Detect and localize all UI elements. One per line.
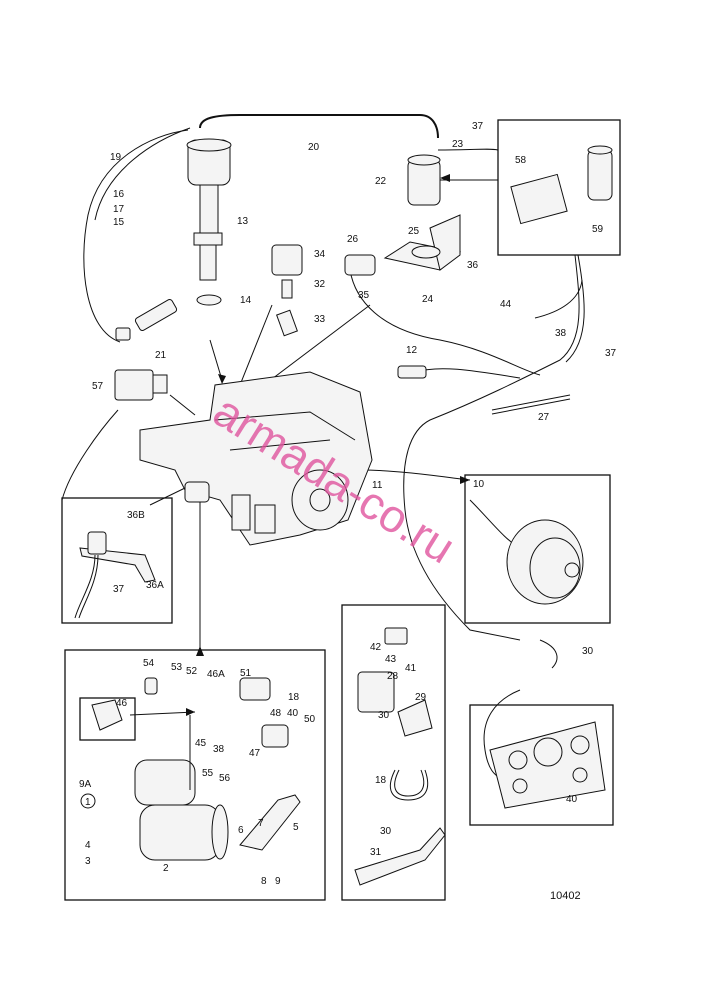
label-19: 19 — [110, 152, 122, 163]
label-36a: 36A — [146, 580, 164, 591]
label-10: 10 — [473, 479, 485, 490]
label-1: 1 — [85, 797, 91, 808]
label-51: 51 — [240, 668, 252, 679]
label-53: 53 — [171, 662, 183, 673]
label-28: 28 — [387, 671, 399, 682]
label-54: 54 — [143, 658, 155, 669]
callout-circle-1 — [80, 793, 96, 809]
label-42: 42 — [370, 642, 382, 653]
label-23: 23 — [452, 139, 464, 150]
label-30-alternator: 30 — [582, 646, 594, 657]
label-18-starter: 18 — [288, 692, 300, 703]
label-18-belt: 18 — [375, 775, 387, 786]
label-40-starter: 40 — [287, 708, 299, 719]
alternator-hardware-inset — [341, 604, 446, 901]
label-21: 21 — [155, 350, 167, 361]
label-5: 5 — [293, 822, 299, 833]
label-30-bolt: 30 — [378, 710, 390, 721]
label-38-starter: 38 — [213, 744, 225, 755]
label-27: 27 — [538, 412, 550, 423]
bracket-36a — [74, 531, 156, 619]
label-55: 55 — [202, 768, 214, 779]
control-unit — [510, 145, 613, 225]
label-43: 43 — [385, 654, 397, 665]
drawing-number: 10402 — [550, 890, 581, 902]
label-11: 11 — [372, 480, 383, 491]
label-16: 16 — [113, 189, 125, 200]
engine-block — [139, 371, 373, 546]
instrument-panel — [489, 721, 606, 809]
label-34: 34 — [314, 249, 326, 260]
label-47: 47 — [249, 748, 261, 759]
label-58: 58 — [515, 155, 527, 166]
callout-labels: 19 20 37 23 22 58 59 16 17 15 13 14 21 3… — [79, 121, 617, 887]
label-31: 31 — [370, 847, 382, 858]
bracket-inset — [61, 497, 173, 624]
label-24: 24 — [422, 294, 434, 305]
label-4: 4 — [85, 840, 91, 851]
label-14: 14 — [240, 295, 252, 306]
ignition-coil — [407, 154, 441, 206]
alternator-inset — [464, 474, 611, 624]
label-13: 13 — [237, 216, 249, 227]
label-35: 35 — [358, 290, 370, 301]
label-25: 25 — [408, 226, 420, 237]
label-52: 52 — [186, 666, 198, 677]
distributor — [186, 138, 232, 306]
solenoid-plate-inset — [79, 697, 136, 741]
label-37-right: 37 — [605, 348, 617, 359]
label-45: 45 — [195, 738, 207, 749]
label-7: 7 — [258, 818, 264, 829]
label-8: 8 — [261, 876, 267, 887]
label-12: 12 — [406, 345, 418, 356]
alternator-hardware — [354, 627, 446, 886]
label-22: 22 — [375, 176, 387, 187]
label-41: 41 — [405, 663, 417, 674]
label-36: 36 — [467, 260, 479, 271]
label-2: 2 — [163, 863, 169, 874]
label-20: 20 — [308, 142, 320, 153]
label-44: 44 — [500, 299, 512, 310]
sensor-12 — [397, 365, 427, 379]
label-9a: 9A — [79, 779, 92, 790]
temperature-sender — [115, 299, 178, 341]
label-17: 17 — [113, 204, 125, 215]
label-59: 59 — [592, 224, 604, 235]
starter-motor-inset — [64, 649, 326, 901]
pointer-arrows — [129, 174, 470, 716]
label-56: 56 — [219, 773, 231, 784]
alternator — [506, 519, 584, 605]
label-50: 50 — [304, 714, 316, 725]
label-3: 3 — [85, 856, 91, 867]
instrument-panel-inset — [469, 704, 614, 826]
label-33: 33 — [314, 314, 326, 325]
relay — [114, 369, 168, 401]
control-unit-inset — [497, 119, 621, 256]
label-6: 6 — [238, 825, 244, 836]
wiring-harness — [61, 114, 585, 779]
label-48: 48 — [270, 708, 282, 719]
label-36b: 36B — [127, 510, 145, 521]
label-30-bracket: 30 — [380, 826, 392, 837]
label-26: 26 — [347, 234, 359, 245]
label-37: 37 — [472, 121, 484, 132]
starter-motor — [91, 677, 301, 861]
label-38: 38 — [555, 328, 567, 339]
coil-bracket — [344, 214, 462, 276]
oil-pressure-sender — [271, 244, 303, 337]
label-29: 29 — [415, 692, 427, 703]
label-15: 15 — [113, 217, 125, 228]
label-46a: 46A — [207, 669, 225, 680]
label-57: 57 — [92, 381, 104, 392]
inset-frames — [61, 119, 621, 901]
label-46: 46 — [116, 698, 128, 709]
label-9: 9 — [275, 876, 281, 887]
label-32: 32 — [314, 279, 326, 290]
label-37-inset: 37 — [113, 584, 125, 595]
label-40-panel: 40 — [566, 794, 578, 805]
